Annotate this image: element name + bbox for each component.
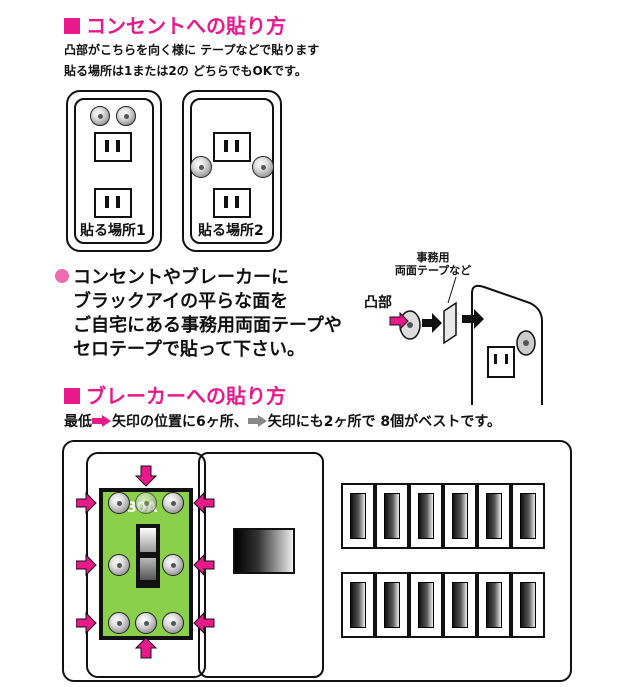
branch-breaker xyxy=(409,483,443,549)
outlet-socket xyxy=(213,132,251,162)
plate-2-label: 貼る場所2 xyxy=(198,223,264,239)
outlet-socket xyxy=(94,188,132,218)
outlet-line-2: 貼る場所は1または2の どちらでもOKです。 xyxy=(64,64,307,78)
sensor-dot xyxy=(135,612,157,634)
breaker-section-heading: ブレーカーへの貼り方 xyxy=(64,380,286,409)
arrow-right-icon xyxy=(247,415,267,427)
branch-breaker xyxy=(375,572,409,638)
branch-breaker xyxy=(443,483,477,549)
sensor-dot xyxy=(190,156,212,178)
arrow-right-icon xyxy=(92,415,111,427)
sensor-dot xyxy=(108,612,130,634)
outlet-plate-1-inner xyxy=(74,98,154,244)
outlet-socket xyxy=(213,188,251,218)
arrow-left-icon xyxy=(193,611,215,635)
instructions-text: コンセントやブレーカーに ブラックアイの平らな面を ご自宅にある事務用両面テープ… xyxy=(55,266,342,362)
arrow-right-icon xyxy=(76,553,97,577)
outlet-socket xyxy=(94,132,132,162)
sensor-dot xyxy=(108,554,130,576)
arrow-right-icon xyxy=(389,311,409,331)
branch-breaker xyxy=(477,572,511,638)
heading-square-icon xyxy=(64,388,80,404)
branch-breaker xyxy=(477,483,511,549)
arrow-right-icon xyxy=(422,313,442,333)
outlet-section-heading: コンセントへの貼り方 xyxy=(64,10,286,39)
sensor-dot xyxy=(116,106,136,126)
sensor-dot xyxy=(162,612,184,634)
branch-breaker xyxy=(443,572,477,638)
arrow-left-icon xyxy=(193,553,215,577)
outlet-line-1: 凸部がこちらを向く様に テープなどで貼ります xyxy=(64,43,320,57)
sensor-dot xyxy=(108,492,130,514)
bullet-dot-icon xyxy=(55,269,69,283)
sensor-dot xyxy=(135,492,157,514)
sensor-dot xyxy=(162,492,184,514)
arrow-left-icon xyxy=(193,491,215,515)
main-switch xyxy=(136,524,160,588)
tape-label: 事務用 両面テープなど xyxy=(394,251,472,277)
plate-1-label: 貼る場所1 xyxy=(80,223,146,239)
breaker-note: 最低矢印の位置に6ヶ所、矢印にも2ヶ所で 8個がベストです。 xyxy=(64,414,501,430)
instruction-line: ブラックアイの平らな面を xyxy=(73,291,289,312)
sensor-dot xyxy=(162,554,184,576)
branch-breaker xyxy=(511,483,545,549)
outlet-heading-text: コンセントへの貼り方 xyxy=(86,14,286,38)
arrow-down-icon xyxy=(134,465,158,487)
center-switch xyxy=(233,528,295,574)
heading-square-icon xyxy=(64,18,80,34)
sensor-dot xyxy=(252,156,274,178)
switch-lever xyxy=(140,528,156,552)
branch-breaker xyxy=(375,483,409,549)
outlet-plate-2: 貼る場所2 xyxy=(182,90,282,252)
placement-arrows xyxy=(76,465,215,659)
arrow-right-icon xyxy=(76,611,97,635)
sensor-dot xyxy=(90,106,110,126)
branch-breaker xyxy=(409,572,443,638)
arrow-up-icon xyxy=(134,637,158,659)
branch-breaker xyxy=(511,572,545,638)
arrow-right-icon xyxy=(76,491,97,515)
attach-illustration xyxy=(389,276,543,405)
branch-breaker xyxy=(341,572,375,638)
arrow-right-icon xyxy=(462,309,484,329)
instruction-line: セロテープで貼って下さい。 xyxy=(73,339,306,360)
branch-breaker xyxy=(341,483,375,549)
convex-label: 凸部 xyxy=(364,295,392,311)
outlet-plate-1: 貼る場所1 xyxy=(66,90,162,252)
switch-base xyxy=(140,558,156,580)
instruction-line: コンセントやブレーカーに xyxy=(55,266,342,290)
breaker-heading-text: ブレーカーへの貼り方 xyxy=(86,384,286,408)
instruction-line: ご自宅にある事務用両面テープや xyxy=(73,315,342,336)
